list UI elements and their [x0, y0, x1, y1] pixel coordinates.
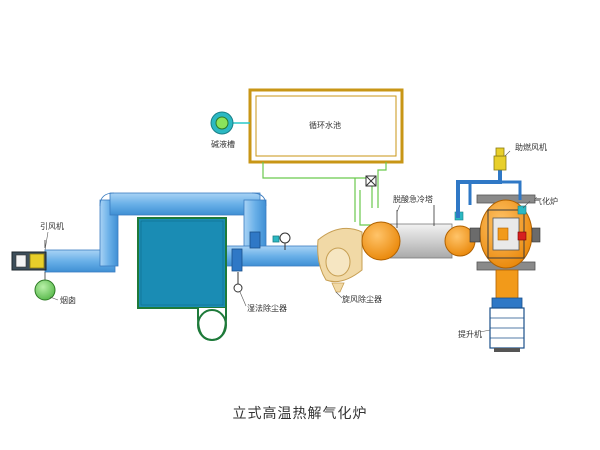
label-acid-cooling-tower: 脱酸急冷塔	[393, 195, 433, 204]
label-alkali-pump: 碱液槽	[211, 140, 235, 149]
label-secondary-fan: 助燃风机	[515, 143, 547, 152]
cyclone-dust-collector	[317, 227, 363, 293]
induced-draft-fan	[11, 240, 47, 271]
acid-quench-tower	[361, 205, 476, 261]
label-leaders	[44, 150, 531, 333]
bucket-elevator	[489, 269, 525, 352]
combustion-air-system	[456, 147, 522, 218]
gasification-furnace	[454, 194, 541, 271]
circulating-water-pool	[248, 88, 404, 164]
label-induced-fan: 引风机	[40, 222, 64, 231]
duct-valves	[231, 231, 291, 293]
label-cyclone-dust-collector: 旋风除尘器	[342, 295, 382, 304]
label-circulating-pool: 循环水池	[309, 121, 341, 130]
spray-piping	[262, 162, 387, 226]
diagram-caption: 立式高温热解气化炉	[232, 406, 368, 422]
label-elevator: 提升机	[458, 330, 482, 339]
label-chimney: 烟囱	[60, 296, 76, 305]
label-furnace: 气化炉	[534, 197, 558, 206]
alkali-pump	[210, 111, 250, 135]
label-water-dust-collector: 湿法除尘器	[247, 304, 287, 313]
wet-dust-collector	[137, 217, 227, 342]
spray-valve-box	[365, 175, 377, 187]
chimney-pump	[34, 272, 56, 301]
main-flue-duct	[44, 192, 337, 273]
